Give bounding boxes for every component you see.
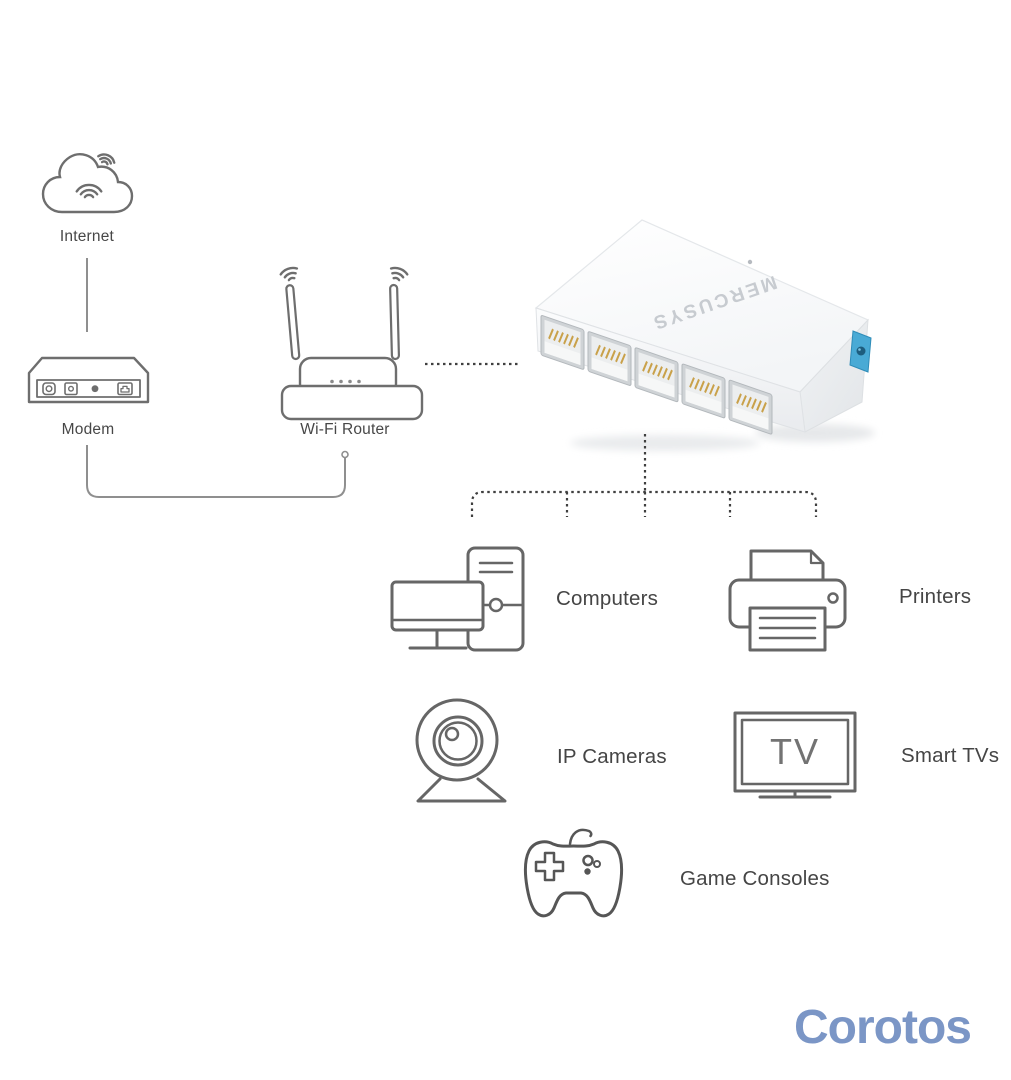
smart-tvs-label: Smart TVs — [901, 744, 1000, 767]
computers-label: Computers — [556, 587, 659, 610]
router-switch-dashed-line — [425, 362, 519, 366]
tv-screen-text: TV — [770, 731, 820, 772]
switch-led — [747, 259, 753, 265]
computer-icon — [390, 546, 525, 652]
internet-cloud-icon — [41, 153, 134, 214]
modem-router-cable — [86, 445, 349, 498]
modem-label: Modem — [61, 421, 115, 438]
printers-label: Printers — [899, 585, 972, 608]
internet-label: Internet — [59, 228, 115, 245]
switch-rj45-ports — [540, 315, 773, 435]
corotos-watermark: Corotos — [794, 1001, 972, 1054]
modem-icon — [27, 356, 150, 404]
ip-camera-icon — [415, 698, 507, 803]
router-label: Wi-Fi Router — [300, 421, 390, 438]
ethernet-switch-image: MERCUSYS — [534, 219, 875, 451]
switch-shadow — [570, 435, 760, 451]
printer-icon — [728, 549, 847, 652]
switch-power-port — [849, 330, 872, 373]
gamepad-icon — [523, 828, 624, 918]
wifi-router-icon — [279, 266, 424, 421]
ip-cameras-label: IP Cameras — [557, 745, 667, 768]
switch-devices-dotted-tree — [470, 434, 818, 517]
game-consoles-label: Game Consoles — [680, 867, 830, 890]
internet-modem-line — [86, 258, 88, 332]
tv-icon: TV — [733, 711, 857, 799]
